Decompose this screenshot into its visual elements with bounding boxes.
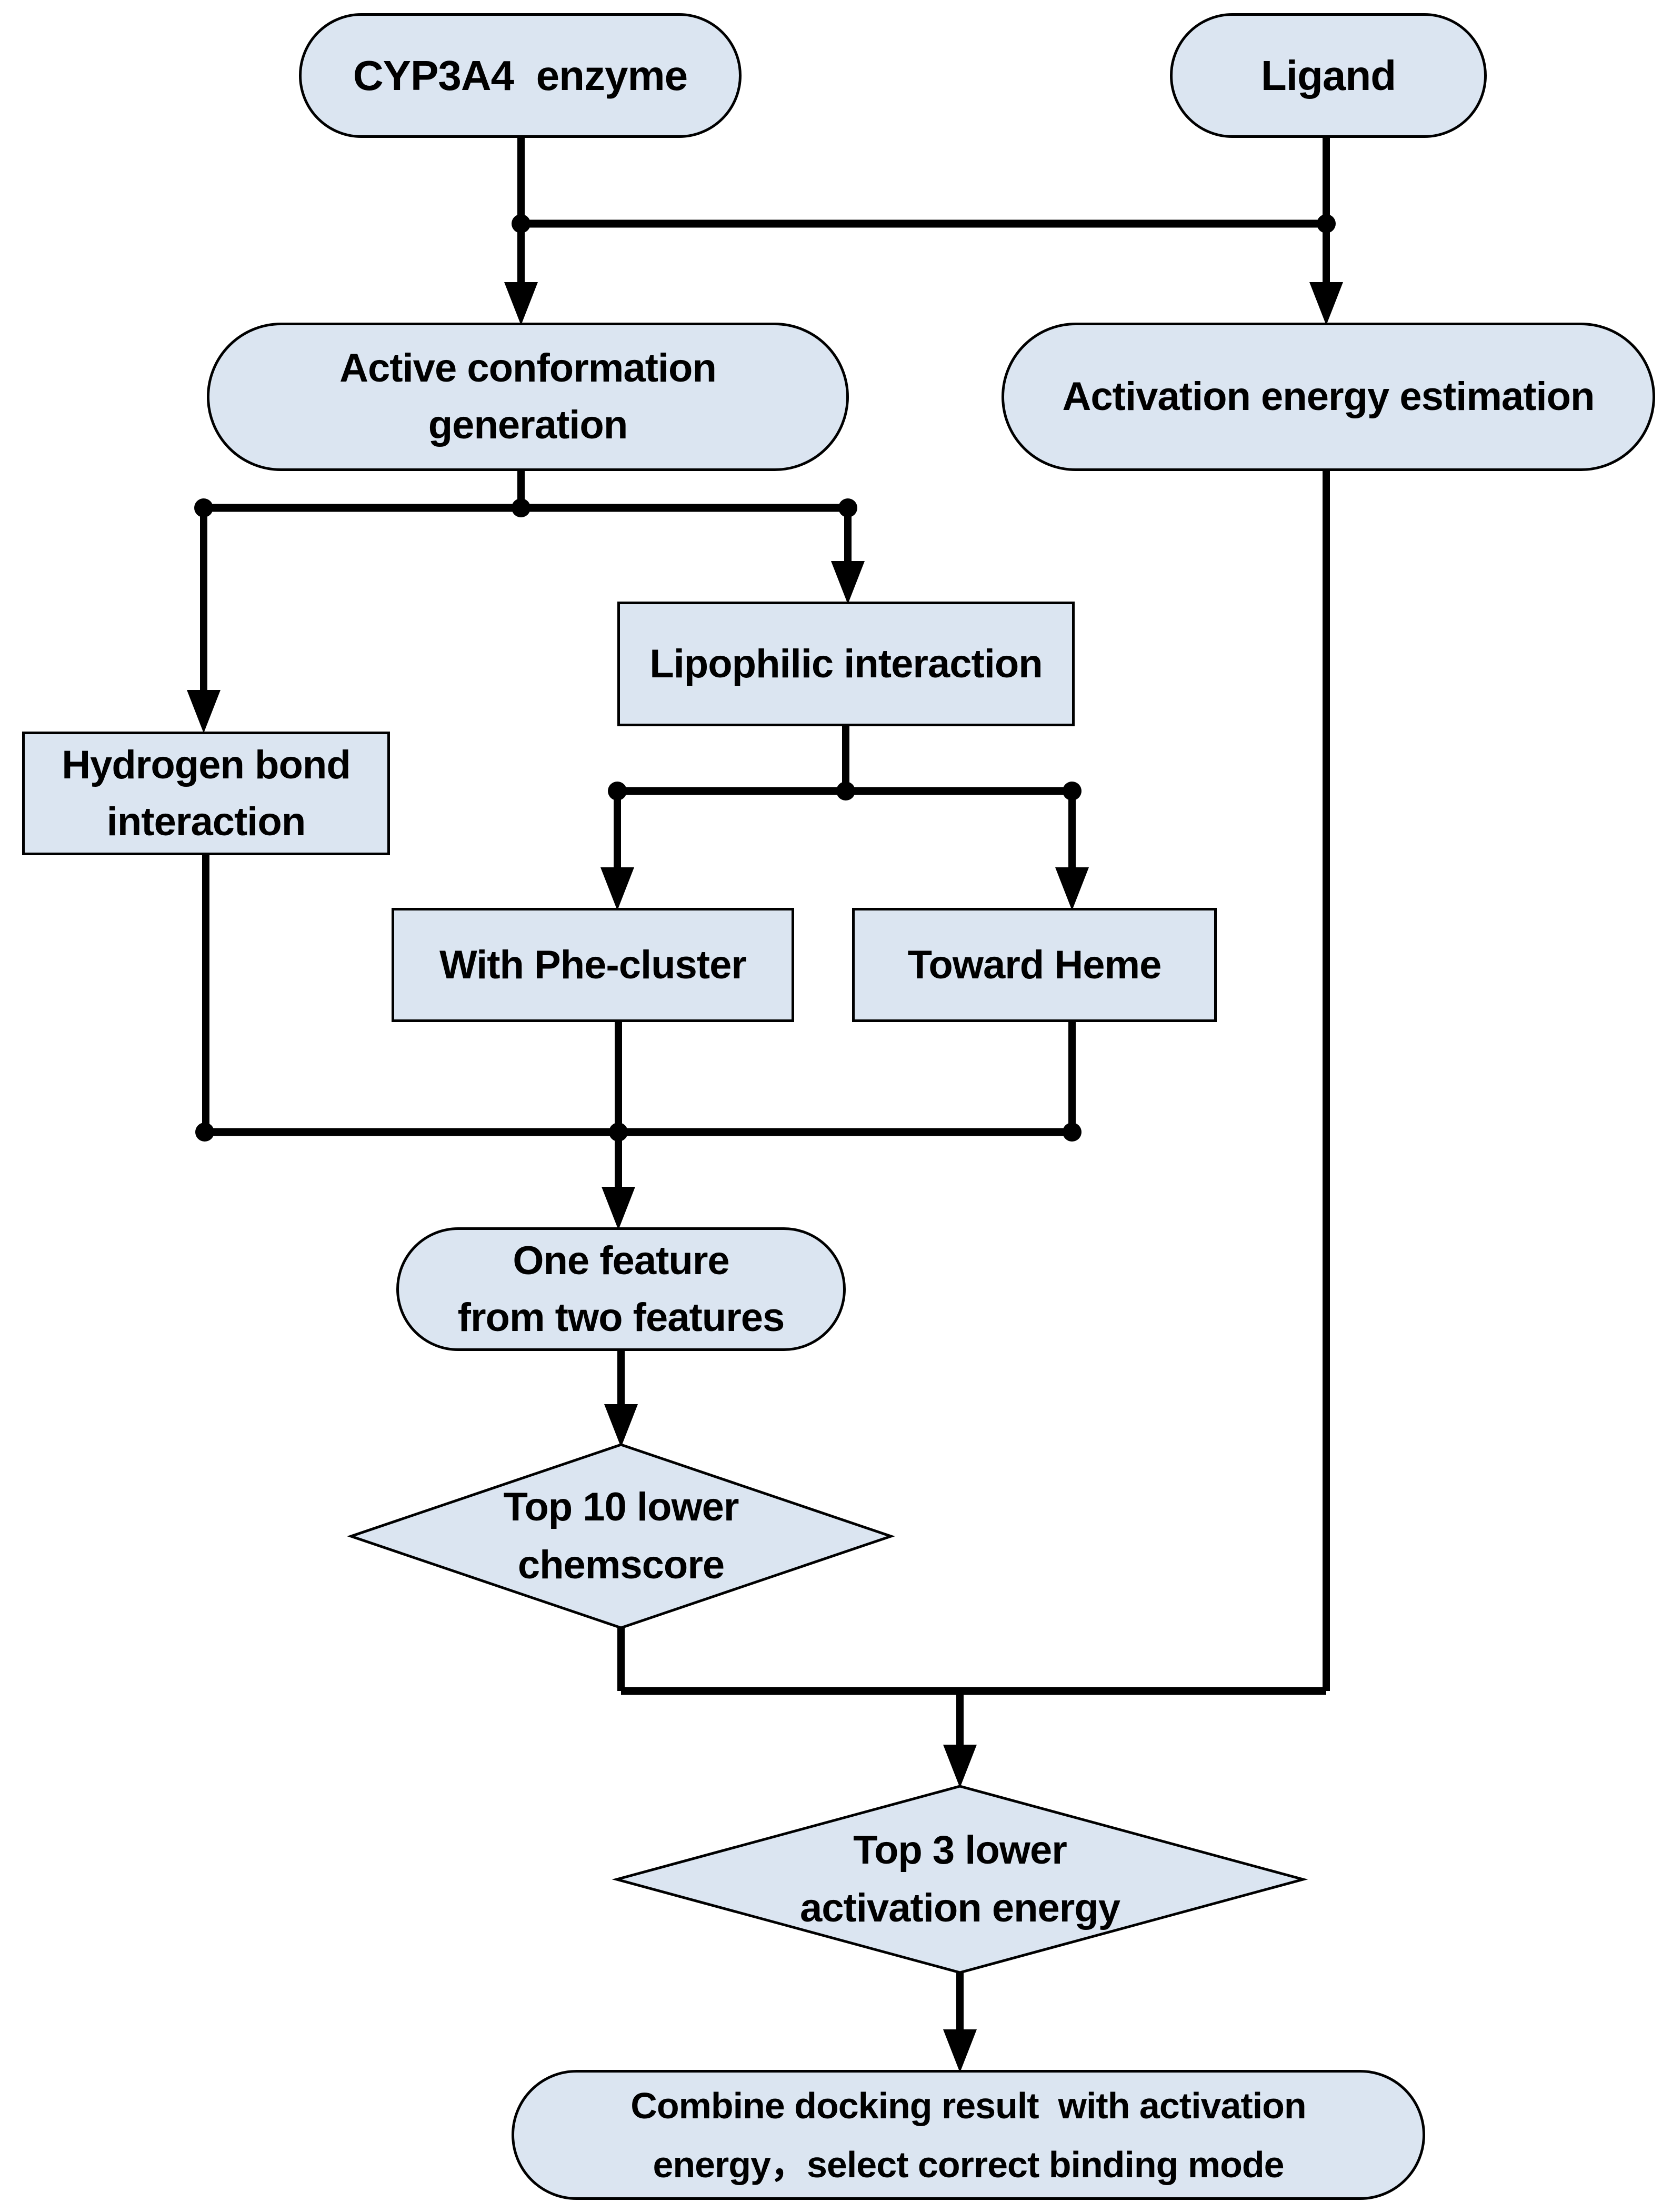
node-label-line: Top 3 lower: [853, 1827, 1067, 1873]
node-active-conformation-generation: Active conformation generation: [207, 323, 849, 471]
node-label-line: One feature: [513, 1238, 729, 1283]
node-label: With Phe-cluster: [439, 942, 747, 987]
node-lipophilic-interaction: Lipophilic interaction: [617, 602, 1075, 726]
label-top10-lower-chemscore: Top 10 lower chemscore: [351, 1445, 891, 1628]
node-label: Ligand: [1260, 52, 1396, 99]
node-label-line: chemscore: [517, 1543, 725, 1587]
node-label-line: Hydrogen bond: [62, 742, 351, 787]
node-label: Lipophilic interaction: [649, 641, 1043, 686]
node-with-phe-cluster: With Phe-cluster: [392, 908, 794, 1022]
node-combine-docking-result: Combine docking result with activation e…: [512, 2070, 1425, 2200]
node-ligand: Ligand: [1170, 13, 1487, 138]
decision-diamonds: [347, 1443, 1308, 1974]
node-label-line: generation: [428, 403, 628, 447]
node-label-line: Top 10 lower: [503, 1484, 739, 1529]
node-label-line: from two features: [457, 1295, 785, 1340]
label-top3-lower-activation-energy: Top 3 lower activation energy: [617, 1786, 1303, 1973]
node-activation-energy-estimation: Activation energy estimation: [1002, 323, 1655, 471]
node-one-feature-from-two: One feature from two features: [396, 1227, 846, 1351]
diamond-top10-chemscore: [347, 1443, 895, 1629]
diamond-top3-activation-energy: [612, 1785, 1308, 1974]
node-label-line: Active conformation: [339, 346, 717, 391]
node-label-line: energy，select correct binding mode: [653, 2144, 1284, 2185]
node-cyp3a4-enzyme: CYP3A4 enzyme: [299, 13, 742, 138]
node-label: Activation energy estimation: [1062, 374, 1595, 419]
node-label: Toward Heme: [907, 942, 1162, 987]
node-label: CYP3A4 enzyme: [353, 52, 688, 99]
node-hydrogen-bond-interaction: Hydrogen bond interaction: [22, 732, 390, 855]
node-toward-heme: Toward Heme: [852, 908, 1217, 1022]
node-label-line: Combine docking result with activation: [630, 2085, 1306, 2126]
junction-dots: [194, 214, 1336, 1142]
arrowheads: [187, 282, 1343, 2073]
node-label-line: interaction: [106, 799, 306, 844]
node-label-line: activation energy: [799, 1886, 1120, 1930]
